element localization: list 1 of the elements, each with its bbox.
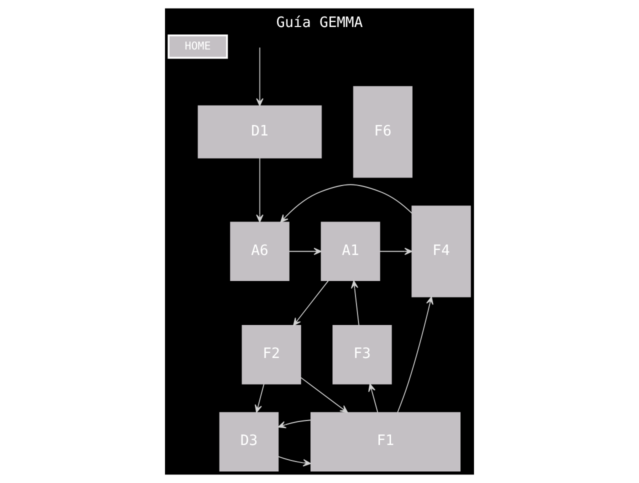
diagram-title: Guía GEMMA — [276, 15, 363, 32]
